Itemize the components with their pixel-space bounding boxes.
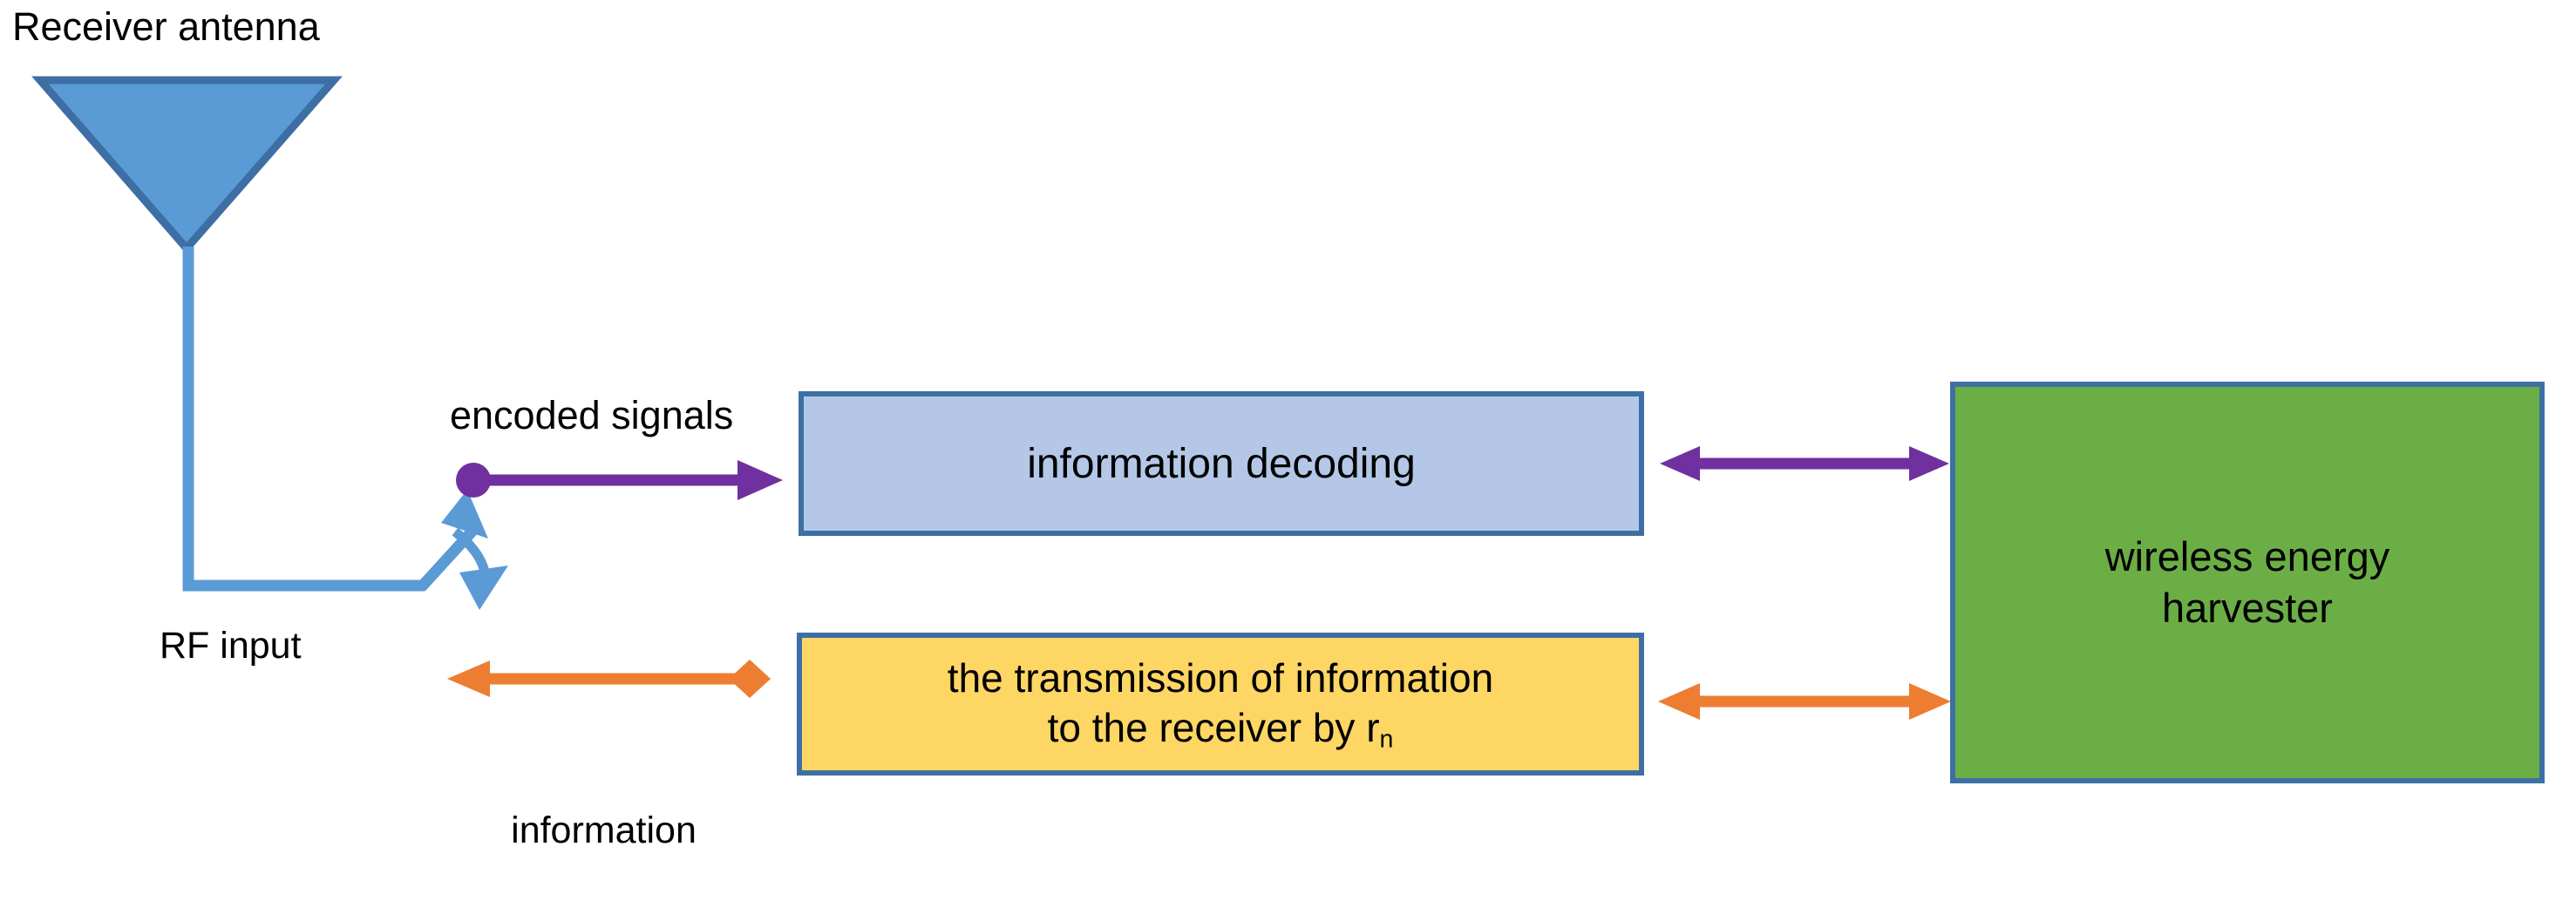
transmission-box-subscript: n xyxy=(1379,724,1394,753)
encoded-signals-label: encoded signals xyxy=(450,393,734,437)
harvester-line-2: harvester xyxy=(2162,584,2333,631)
information-forwarding-line-1: information xyxy=(511,810,697,852)
wireless-energy-harvester-box[interactable]: wireless energy harvester xyxy=(1950,382,2545,783)
transmission-harvester-left-arrowhead-icon xyxy=(1658,683,1700,720)
transmission-box-line-2: to the receiver by rn xyxy=(948,703,1493,755)
encoded-signals-arrowhead-icon xyxy=(737,460,783,500)
transmission-box[interactable]: the transmission of information to the r… xyxy=(797,633,1644,776)
antenna-triangle-icon xyxy=(31,76,343,254)
information-forwarding-label: information forwarding to the receiver xyxy=(410,713,798,901)
information-decoding-box[interactable]: information decoding xyxy=(799,391,1644,536)
transmission-harvester-right-arrowhead-icon xyxy=(1909,683,1951,720)
information-forwarding-left-arrowhead-icon xyxy=(447,661,490,697)
decoding-harvester-left-arrowhead-icon xyxy=(1660,446,1700,481)
rf-branch-down-arrowhead-icon xyxy=(459,566,508,610)
wireless-energy-harvester-box-label: wireless energy harvester xyxy=(2105,532,2390,634)
harvester-line-1: wireless energy xyxy=(2104,532,2390,579)
transmission-box-label: the transmission of information to the r… xyxy=(948,654,1493,754)
receiver-antenna-label: Receiver antenna xyxy=(12,4,320,49)
rf-feed-line xyxy=(182,247,425,592)
transmission-box-line-1: the transmission of information xyxy=(947,655,1494,701)
decoding-harvester-right-arrowhead-icon xyxy=(1909,446,1949,481)
rf-input-label: RF input xyxy=(160,625,302,667)
transmission-box-line-2-text: to the receiver by r xyxy=(1047,704,1380,750)
rf-branch-up-arrowhead-icon xyxy=(441,490,488,539)
information-decoding-box-label: information decoding xyxy=(1027,440,1416,487)
information-forwarding-diamond-tail-icon xyxy=(729,660,771,698)
